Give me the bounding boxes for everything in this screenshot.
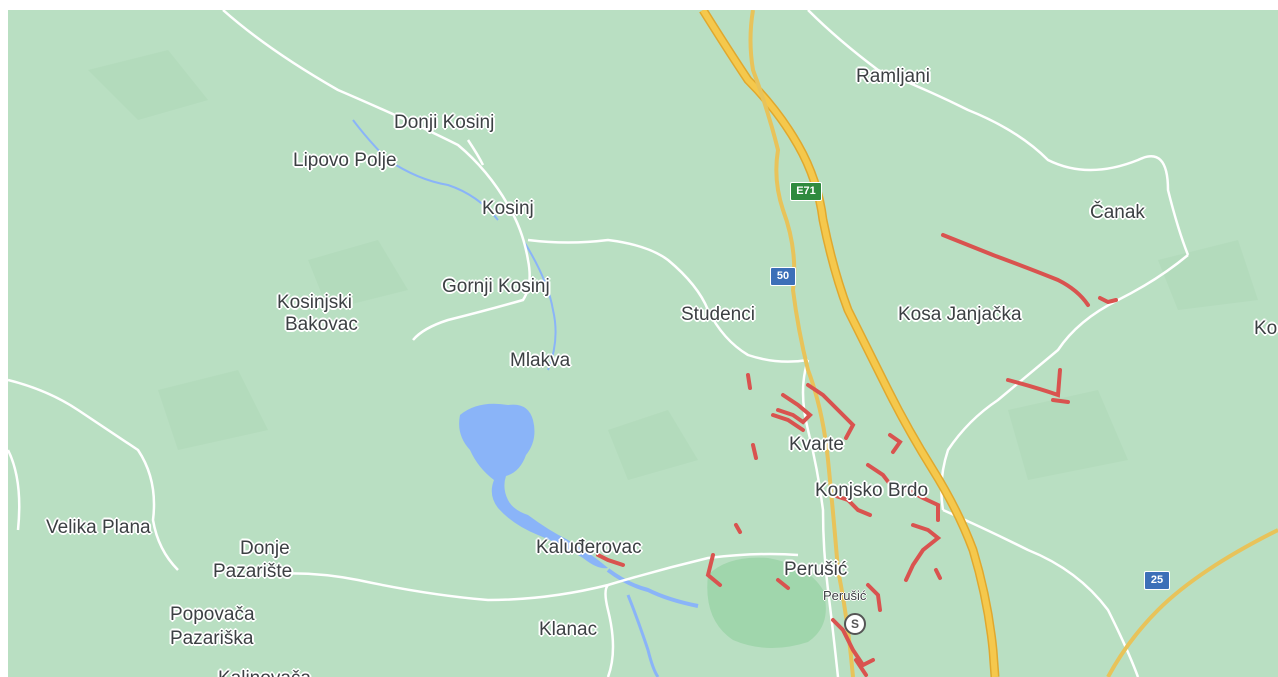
place-label-kaluderovac: Kaluđerovac: [536, 537, 642, 558]
place-label-pazariska: Pazariška: [170, 628, 254, 649]
place-label-canak: Čanak: [1090, 202, 1145, 223]
place-label-gornji-kosinj: Gornji Kosinj: [442, 276, 550, 297]
park-area: [707, 557, 826, 649]
minor-roads: [8, 10, 1190, 677]
place-label-lipovo-polje: Lipovo Polje: [293, 150, 397, 171]
train-station-icon[interactable]: S: [844, 613, 866, 635]
place-label-pazariste: Pazarište: [213, 561, 293, 582]
place-label-klanac: Klanac: [539, 619, 598, 640]
road-shield-25: 25: [1144, 571, 1170, 590]
place-label-ko-cut: Ko: [1254, 318, 1278, 339]
motorway-a1: [699, 10, 1000, 677]
place-label-mlakva: Mlakva: [510, 350, 571, 371]
road-shield-50: 50: [770, 267, 796, 286]
place-label-konjsko-brdo: Konjsko Brdo: [815, 480, 929, 501]
place-label-bakovac: Bakovac: [285, 314, 358, 335]
place-label-bottom-cut: Kalinovača: [218, 668, 311, 677]
place-label-popovaca: Popovača: [170, 604, 255, 625]
place-label-kosinj: Kosinj: [482, 198, 534, 219]
poi-label-perusic-station[interactable]: Perušić: [823, 588, 867, 603]
place-label-kosinjski: Kosinjski: [277, 292, 352, 313]
map-viewport[interactable]: Ramljani Donji Kosinj Lipovo Polje Kosin…: [8, 10, 1278, 677]
place-label-studenci: Studenci: [681, 304, 755, 325]
place-label-ramljani: Ramljani: [856, 66, 930, 87]
road-25: [1106, 528, 1278, 677]
place-label-perusic: Perušić: [784, 559, 848, 580]
road-50: [748, 10, 855, 677]
traffic-segments: [596, 233, 1118, 677]
place-label-donji-kosinj: Donji Kosinj: [394, 112, 495, 133]
terrain-shading: [88, 50, 1258, 480]
place-label-donje: Donje: [240, 538, 290, 559]
place-label-kvarte: Kvarte: [789, 434, 844, 455]
road-shield-e71: E71: [790, 182, 822, 201]
place-label-kosa-janjacka: Kosa Janjačka: [898, 304, 1022, 325]
map-canvas[interactable]: [8, 10, 1278, 677]
place-label-velika-plana: Velika Plana: [46, 517, 151, 538]
water-body: [352, 119, 699, 677]
